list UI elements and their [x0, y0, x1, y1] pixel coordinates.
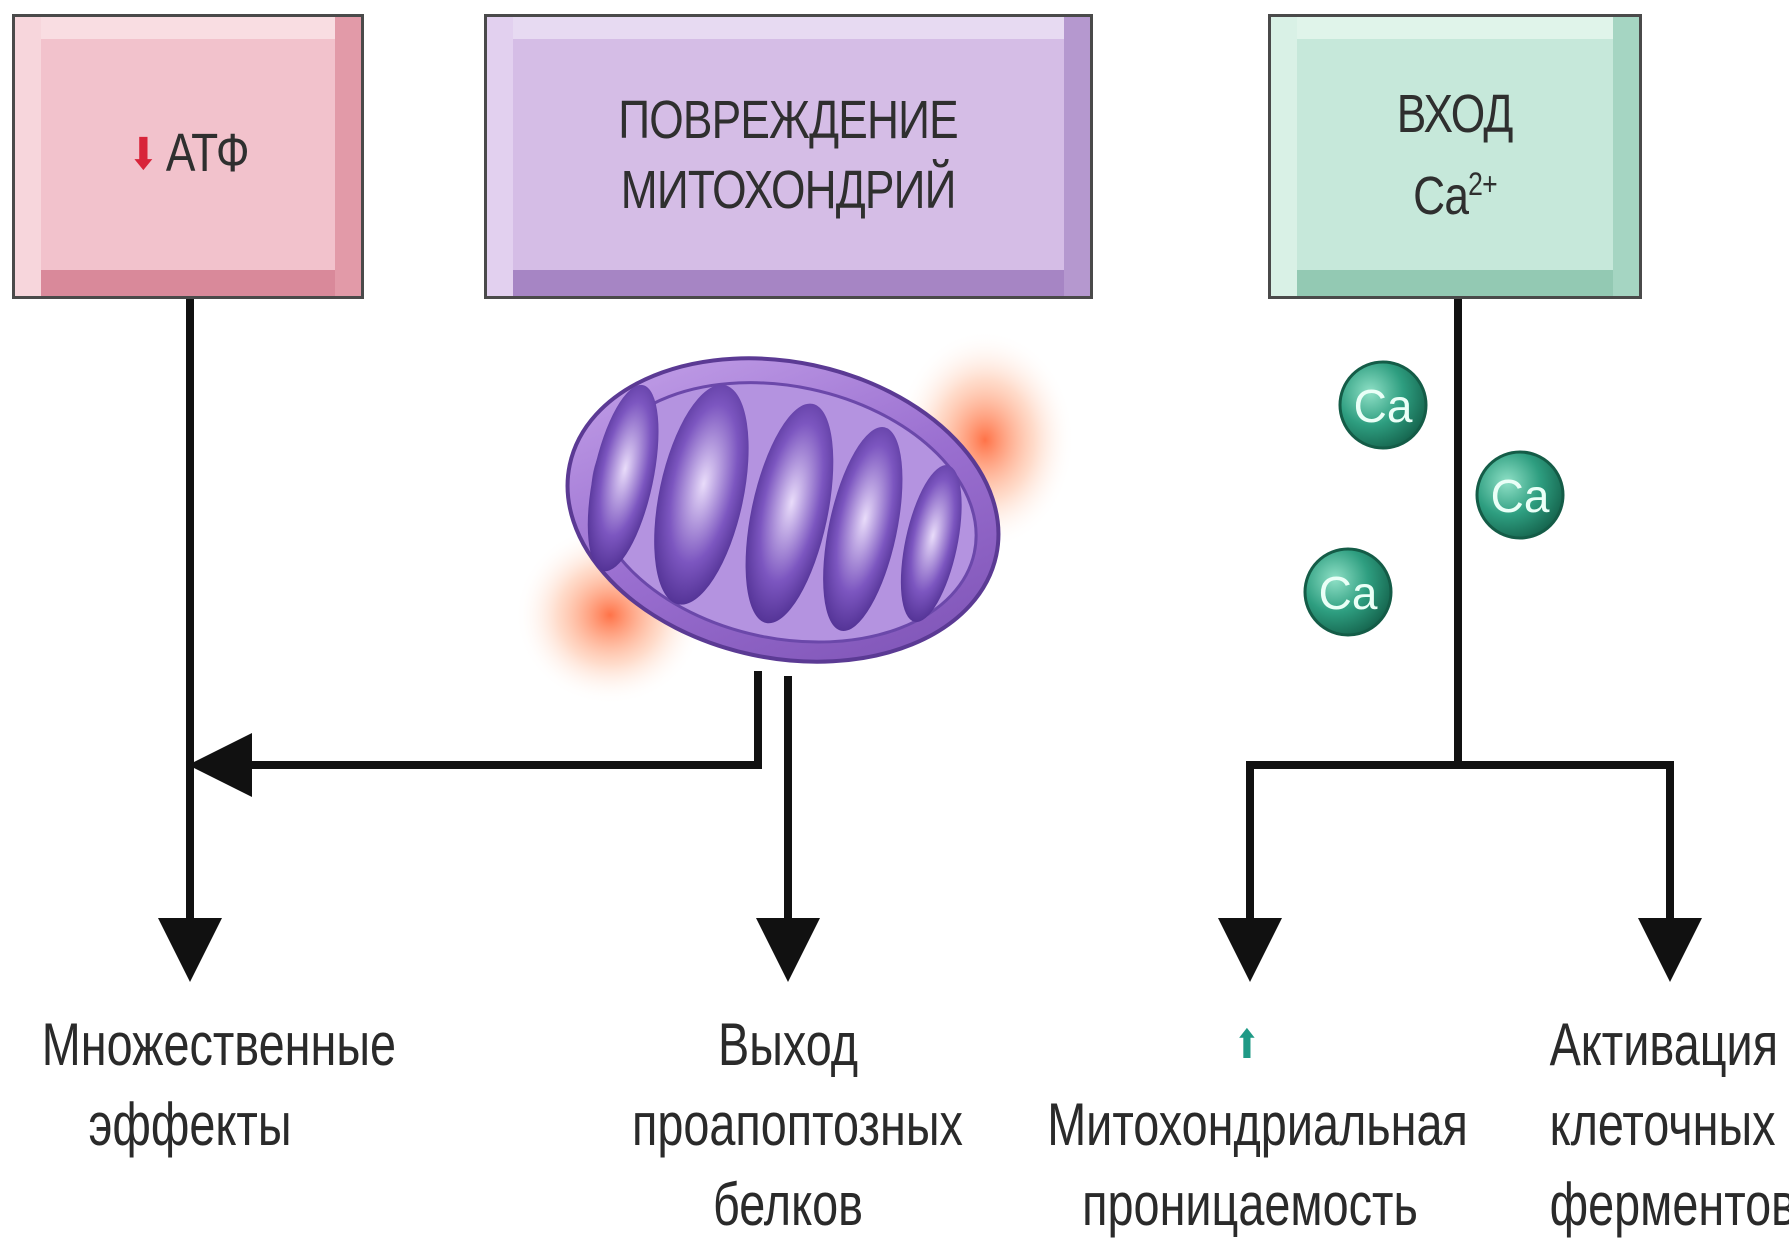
- up-arrow-icon: ⬆: [1047, 1005, 1446, 1085]
- outcome-proapoptotic-release: Выход проапоптозных белков: [632, 1005, 944, 1245]
- outcome-multiple-effects: Множественные эффекты: [42, 1005, 338, 1165]
- ion-label: Ca: [1319, 567, 1378, 619]
- mitochondria-damage-line2: МИТОХОНДРИЙ: [621, 155, 956, 225]
- calcium-entry-line1: ВХОД: [1397, 79, 1513, 149]
- atp-box: ⬇АТФ: [12, 14, 364, 299]
- calcium-ion: Ca: [1340, 362, 1426, 448]
- outcome-enzyme-activation: Активация клеточных ферментов: [1550, 1005, 1760, 1245]
- calcium-entry-box: ВХОД Ca2+: [1268, 14, 1642, 299]
- calcium-ion: Ca: [1477, 452, 1563, 538]
- calcium-ion: Ca: [1305, 549, 1391, 635]
- ion-label: Ca: [1354, 380, 1413, 432]
- outcome-mitochondrial-permeability: ⬆Митохондриальная проницаемость: [1047, 1005, 1453, 1245]
- mitochondria-damage-box: ПОВРЕЖДЕНИЕ МИТОХОНДРИЙ: [484, 14, 1093, 299]
- atp-label: ⬇АТФ: [128, 118, 248, 192]
- calcium-ions: Ca Ca Ca: [1305, 362, 1563, 635]
- mito-to-multiple-line: [220, 675, 758, 765]
- ca-branch-line: [1250, 765, 1670, 950]
- calcium-entry-line2: Ca2+: [1413, 149, 1497, 231]
- mitochondria-damage-line1: ПОВРЕЖДЕНИЕ: [619, 85, 959, 155]
- down-arrow-icon: ⬇: [128, 120, 157, 190]
- mitochondrion-illustration: [515, 320, 1075, 705]
- ion-label: Ca: [1491, 470, 1550, 522]
